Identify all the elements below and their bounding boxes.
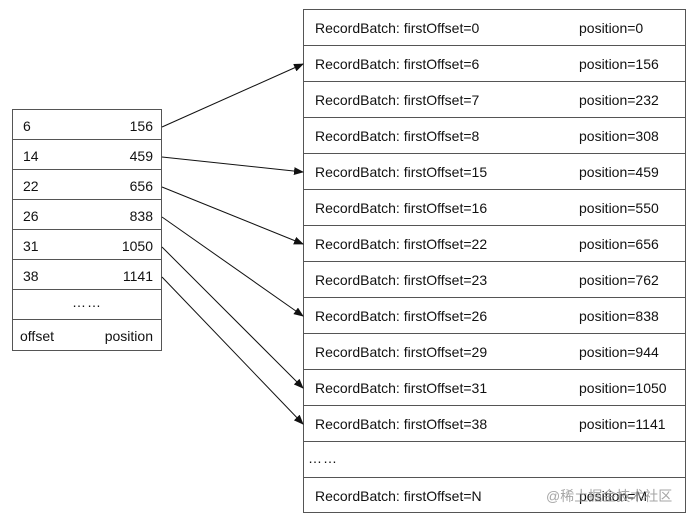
batch-row: RecordBatch: firstOffset=29 position=944 [304,334,685,370]
batch-label: RecordBatch: firstOffset=38 [315,416,488,432]
batch-row: RecordBatch: firstOffset=22 position=656 [304,226,685,262]
batch-label: RecordBatch: firstOffset=0 [315,20,480,36]
index-position: 656 [129,178,153,194]
index-offset: 31 [23,238,39,254]
batch-position: position=232 [579,92,659,108]
index-offset: 14 [23,148,39,164]
batch-label: RecordBatch: firstOffset=31 [315,380,488,396]
batch-position: position=838 [579,308,659,324]
record-batch-table: RecordBatch: firstOffset=0 position=0 Re… [303,9,686,513]
index-position: 1050 [121,238,153,254]
batch-label: RecordBatch: firstOffset=7 [315,92,480,108]
arrow-1 [161,156,304,176]
batch-label: RecordBatch: firstOffset=16 [315,200,488,216]
arrow-3 [161,216,304,317]
batch-label: RecordBatch: firstOffset=26 [315,308,488,324]
batch-row: RecordBatch: firstOffset=23 position=762 [304,262,685,298]
offset-index-table: 6 156 14 459 22 656 26 838 31 1050 38 11… [12,109,162,351]
arrow-5 [161,276,304,425]
index-ellipsis-row: …… [13,290,161,320]
batch-position: position=762 [579,272,659,288]
batch-position: position=1050 [579,380,667,396]
batch-label: RecordBatch: firstOffset=15 [315,164,488,180]
batch-row: RecordBatch: firstOffset=26 position=838 [304,298,685,334]
index-row: 38 1141 [13,260,161,290]
index-offset: 6 [23,118,31,134]
batch-position: position=944 [579,344,659,360]
watermark-text: @稀土掘金技术社区 [546,488,673,504]
batch-ellipsis: …… [308,450,338,466]
batch-label: RecordBatch: firstOffset=22 [315,236,488,252]
batch-row: RecordBatch: firstOffset=16 position=550 [304,190,685,226]
batch-label: RecordBatch: firstOffset=29 [315,344,488,360]
batch-position: position=550 [579,200,659,216]
index-row: 22 656 [13,170,161,200]
batch-ellipsis-row: …… [304,442,685,478]
arrow-2 [161,186,304,245]
batch-row: RecordBatch: firstOffset=0 position=0 [304,10,685,46]
batch-label: RecordBatch: firstOffset=6 [315,56,480,72]
batch-position: position=1141 [579,416,666,432]
index-column-offset-label: offset [20,328,54,344]
arrow-4 [161,246,304,389]
arrow-0 [161,63,304,128]
batch-position: position=459 [579,164,659,180]
batch-row: RecordBatch: firstOffset=38 position=114… [304,406,685,442]
index-offset: 38 [23,268,39,284]
index-row: 6 156 [13,110,161,140]
index-row: 14 459 [13,140,161,170]
index-position: 838 [129,208,153,224]
index-position: 1141 [122,268,153,284]
batch-label: RecordBatch: firstOffset=8 [315,128,480,144]
batch-position: position=0 [579,20,644,36]
batch-position: position=M [579,488,648,504]
batch-position: position=656 [579,236,659,252]
batch-row-last: RecordBatch: firstOffset=N position=M [304,478,685,512]
batch-row: RecordBatch: firstOffset=31 position=105… [304,370,685,406]
batch-position: position=308 [579,128,659,144]
batch-row: RecordBatch: firstOffset=7 position=232 [304,82,685,118]
batch-position: position=156 [579,56,659,72]
batch-row: RecordBatch: firstOffset=8 position=308 [304,118,685,154]
index-row: 26 838 [13,200,161,230]
index-offset: 22 [23,178,39,194]
batch-row: RecordBatch: firstOffset=15 position=459 [304,154,685,190]
index-position: 156 [129,118,153,134]
index-offset: 26 [23,208,39,224]
index-column-position-label: position [104,328,153,344]
batch-row: RecordBatch: firstOffset=6 position=156 [304,46,685,82]
index-position: 459 [129,148,153,164]
batch-label: RecordBatch: firstOffset=N [315,488,482,504]
index-ellipsis: …… [72,294,102,310]
index-row: 31 1050 [13,230,161,260]
batch-label: RecordBatch: firstOffset=23 [315,272,488,288]
index-header-row: offset position [13,320,161,350]
